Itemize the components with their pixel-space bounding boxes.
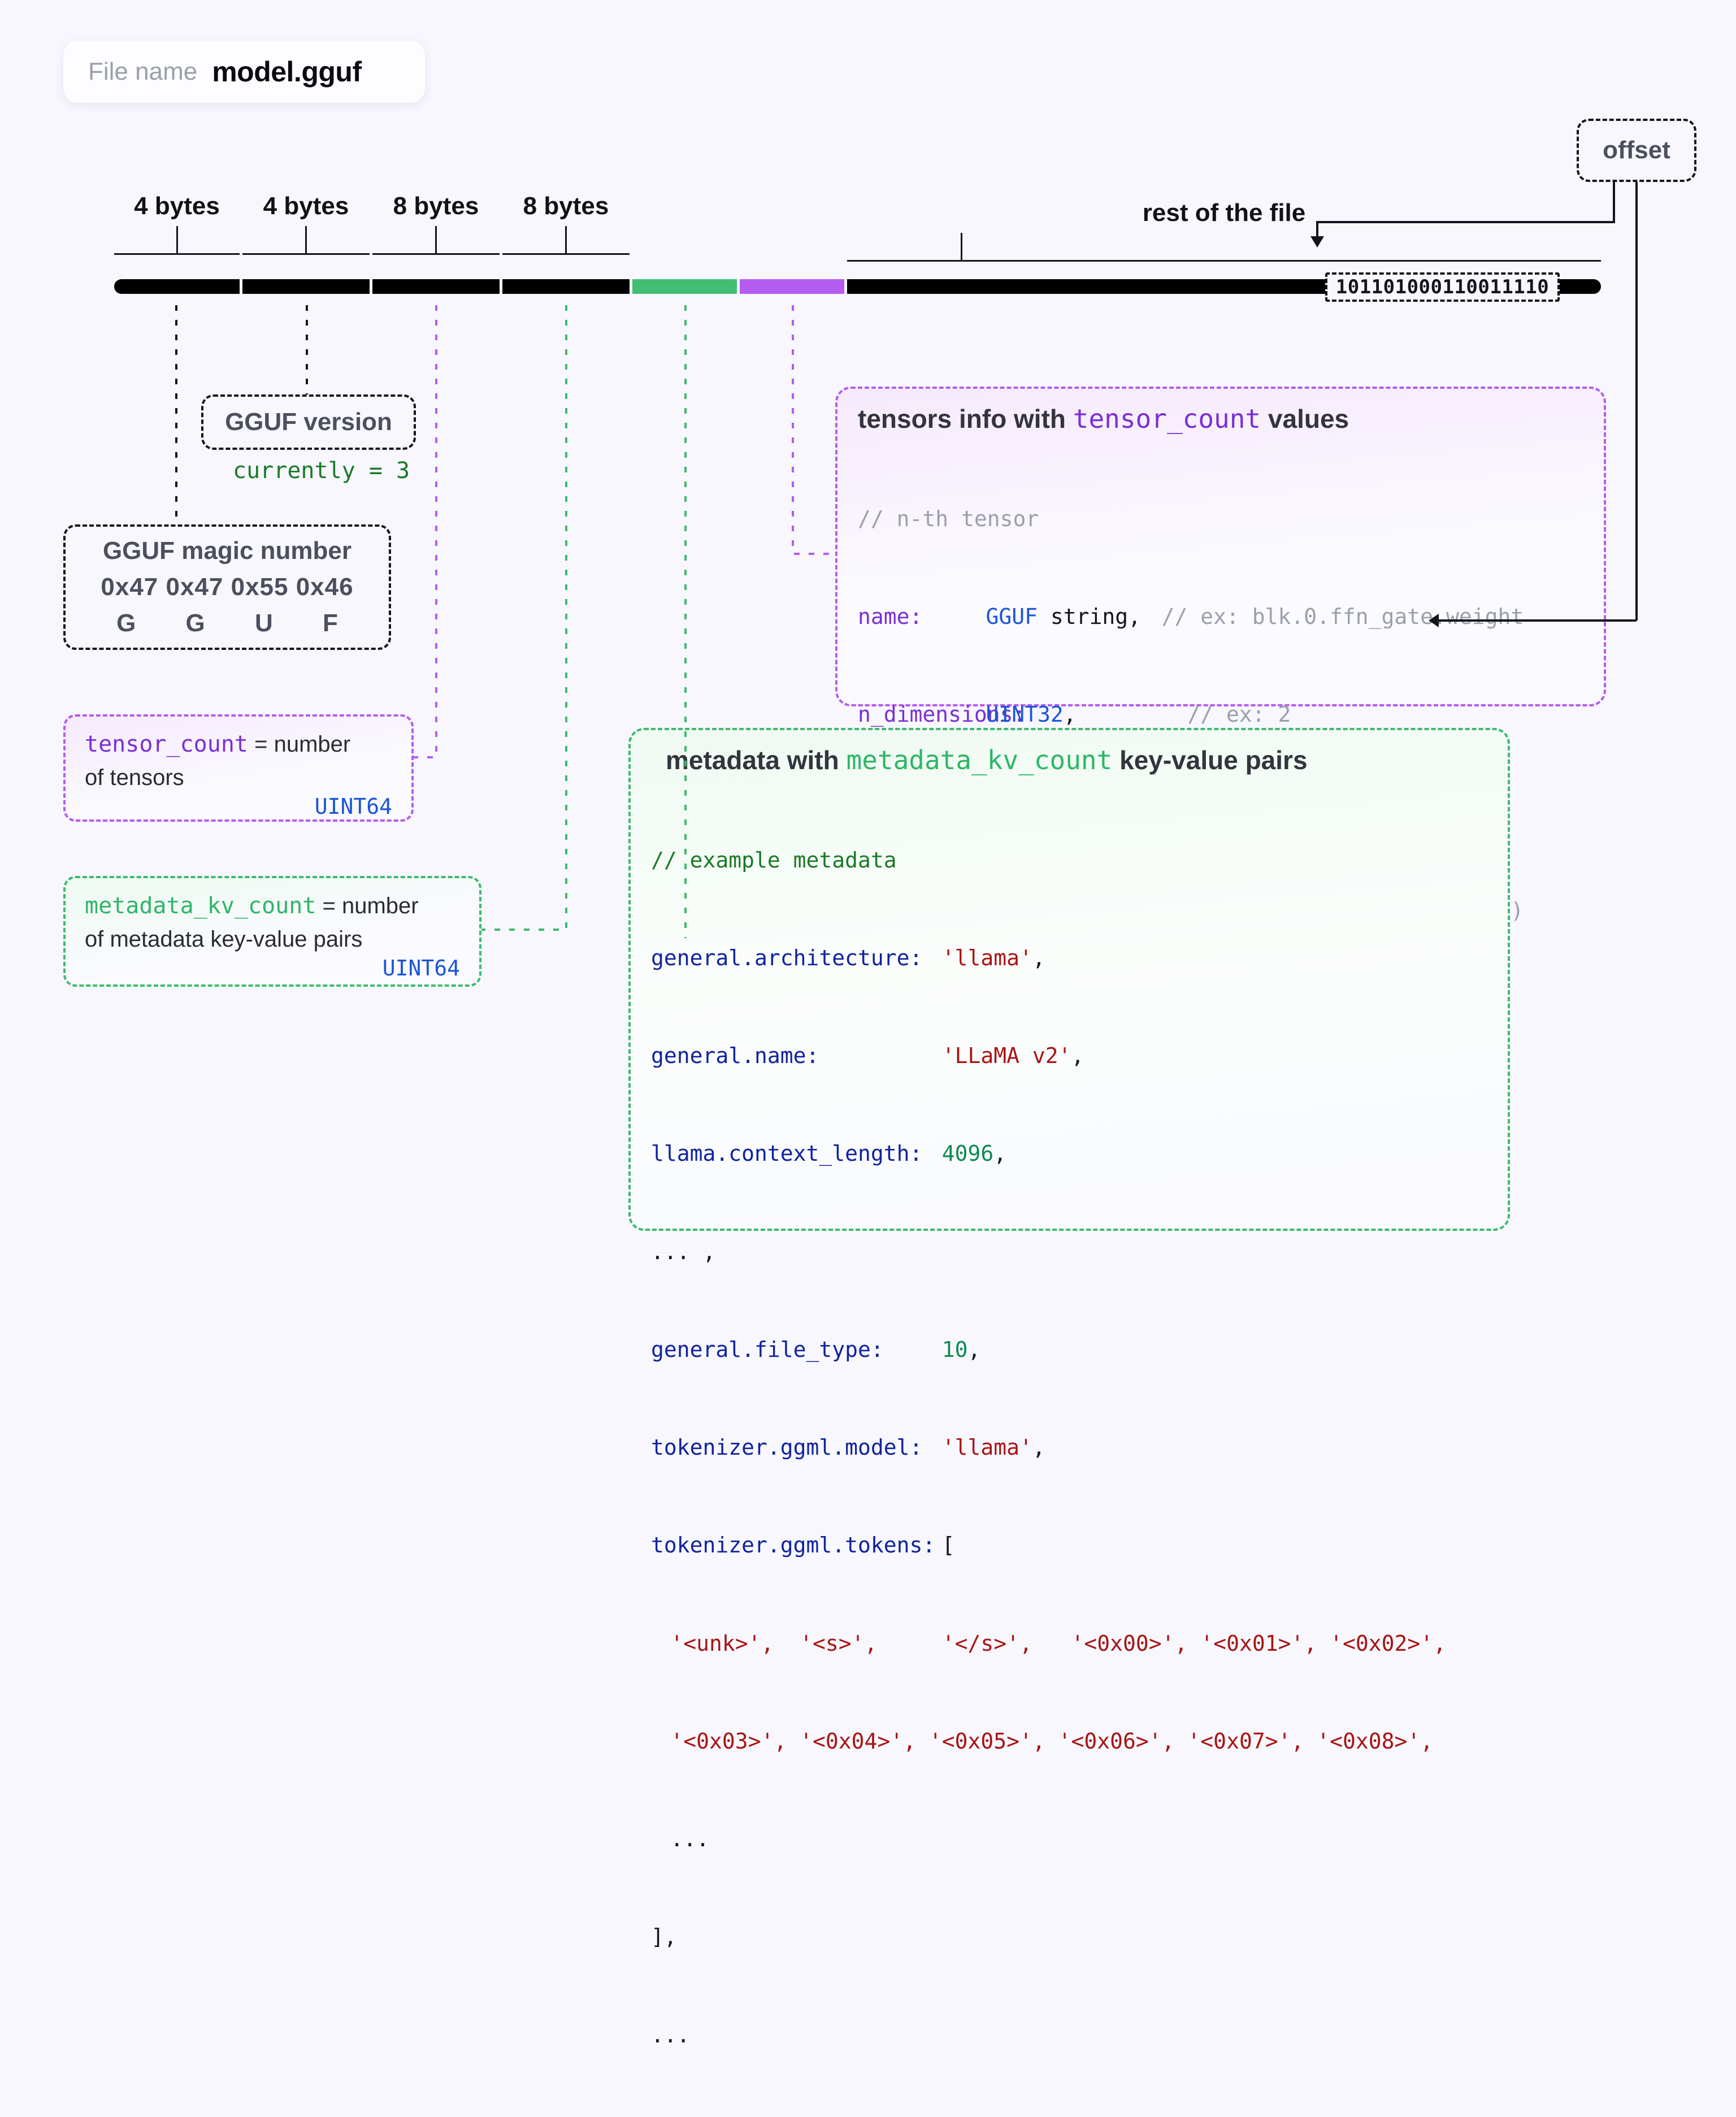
measure-stem-3 (565, 226, 567, 253)
metadata-kv-count-callout: metadata_kv_count = number of metadata k… (63, 876, 481, 987)
metadata-title-post: key-value pairs (1112, 745, 1308, 775)
tensor-count-type: UINT64 (314, 794, 392, 819)
bar-segment-magic (114, 279, 240, 294)
metadata-row: llama.context_length:4096, (651, 1141, 1007, 1166)
measure-rule-1 (242, 253, 370, 255)
tensors-title-post: values (1261, 404, 1349, 433)
gguf-magic-number-callout: GGUF magic number 0x47 0x47 0x55 0x46 G … (63, 524, 391, 650)
gguf-version-callout: GGUF version (201, 394, 416, 450)
metadata-tokens-line-1: '<unk>', '<s>', '</s>', '<0x00>', '<0x01… (670, 1630, 1446, 1656)
measure-label-4: rest of the file (1142, 199, 1306, 227)
measure-stem-4 (961, 233, 962, 260)
metadata-title-keyword: metadata_kv_count (846, 745, 1113, 775)
tensor-count-text2: of tensors (85, 765, 184, 790)
offset-binary-value: 101101000110011110 (1335, 276, 1550, 298)
magic-number-title: GGUF magic number (102, 537, 352, 565)
metadata-panel-title: metadata with metadata_kv_count key-valu… (651, 745, 1487, 775)
tensors-row: name:GGUF string,// ex: blk.0.ffn_gate.w… (858, 604, 1524, 629)
metadata-panel: metadata with metadata_kv_count key-valu… (628, 728, 1510, 2047)
measure-rule-3 (502, 253, 630, 255)
measure-label-2: 8 bytes (393, 192, 479, 220)
bar-segment-metadata-kv-count (502, 279, 630, 294)
measure-stem-0 (176, 226, 178, 253)
metadata-row: general.file_type:10, (651, 1337, 981, 1362)
tensors-info-panel: tensors info with tensor_count values //… (835, 387, 1606, 1216)
gguf-version-note: currently = 3 (233, 458, 410, 484)
measure-stem-2 (435, 226, 437, 253)
bar-segment-metadata (632, 279, 737, 294)
tensor-count-callout: tensor_count = number of tensors UINT64 (63, 714, 414, 822)
tensor-count-text1: = number (248, 732, 351, 757)
tensors-row: n_dimensions:UINT32,// ex: 2 (858, 702, 1291, 727)
metadata-ellipsis-end: ... (651, 2022, 690, 2047)
gguf-version-label: GGUF version (225, 408, 392, 436)
metadata-row: general.architecture:'llama', (651, 945, 1045, 970)
metadata-row: tokenizer.ggml.tokens:[ (651, 1533, 955, 1558)
file-name-label: File name (88, 58, 198, 85)
metadata-kv-count-keyword: metadata_kv_count (85, 893, 316, 919)
metadata-title-pre: metadata with (666, 745, 847, 775)
tensor-count-keyword: tensor_count (85, 731, 248, 757)
metadata-row: general.name:'LLaMA v2', (651, 1043, 1084, 1068)
metadata-kv-count-text2: of metadata key-value pairs (85, 927, 363, 952)
bar-segment-tensors-info (740, 279, 844, 294)
metadata-close-bracket: ], (651, 1924, 677, 1950)
measure-label-0: 4 bytes (134, 192, 220, 220)
measure-rule-0 (114, 253, 240, 255)
tensors-title-keyword: tensor_count (1073, 404, 1261, 434)
offset-callout-label: offset (1603, 136, 1670, 164)
measure-stem-1 (305, 226, 307, 253)
measure-label-1: 4 bytes (263, 192, 349, 220)
file-name-pill: File name model.gguf (63, 41, 425, 103)
connector-metadata-kv-count (481, 305, 567, 931)
tensors-panel-title: tensors info with tensor_count values (858, 404, 1583, 434)
offset-binary-box: 101101000110011110 (1325, 272, 1560, 302)
metadata-tokens-ellipsis: ... (670, 1827, 709, 1851)
metadata-row: tokenizer.ggml.model:'llama', (651, 1435, 1045, 1460)
bar-segment-tensor-count (372, 279, 500, 294)
magic-number-chars: G G U F (116, 609, 359, 637)
offset-arrow-down (1310, 236, 1324, 248)
metadata-comment-top: // example metadata (651, 847, 897, 873)
measure-rule-2 (372, 253, 500, 255)
tensors-title-pre: tensors info with (858, 404, 1073, 433)
connector-tensors-panel (792, 305, 835, 555)
connector-tensor-count (414, 305, 437, 758)
measure-rule-4 (847, 260, 1601, 262)
metadata-kv-count-type: UINT64 (382, 956, 460, 981)
file-name-value: model.gguf (212, 56, 362, 88)
bar-segment-version (242, 279, 370, 294)
offset-callout: offset (1577, 119, 1696, 182)
metadata-kv-count-text1: = number (316, 893, 419, 918)
tensors-comment-top: // n-th tensor (858, 506, 1039, 531)
metadata-ellipsis-mid: ... , (651, 1239, 716, 1264)
magic-number-hex: 0x47 0x47 0x55 0x46 (101, 573, 354, 601)
measure-label-3: 8 bytes (523, 192, 609, 220)
metadata-tokens-line-2: '<0x03>', '<0x04>', '<0x05>', '<0x06>', … (670, 1728, 1434, 1754)
